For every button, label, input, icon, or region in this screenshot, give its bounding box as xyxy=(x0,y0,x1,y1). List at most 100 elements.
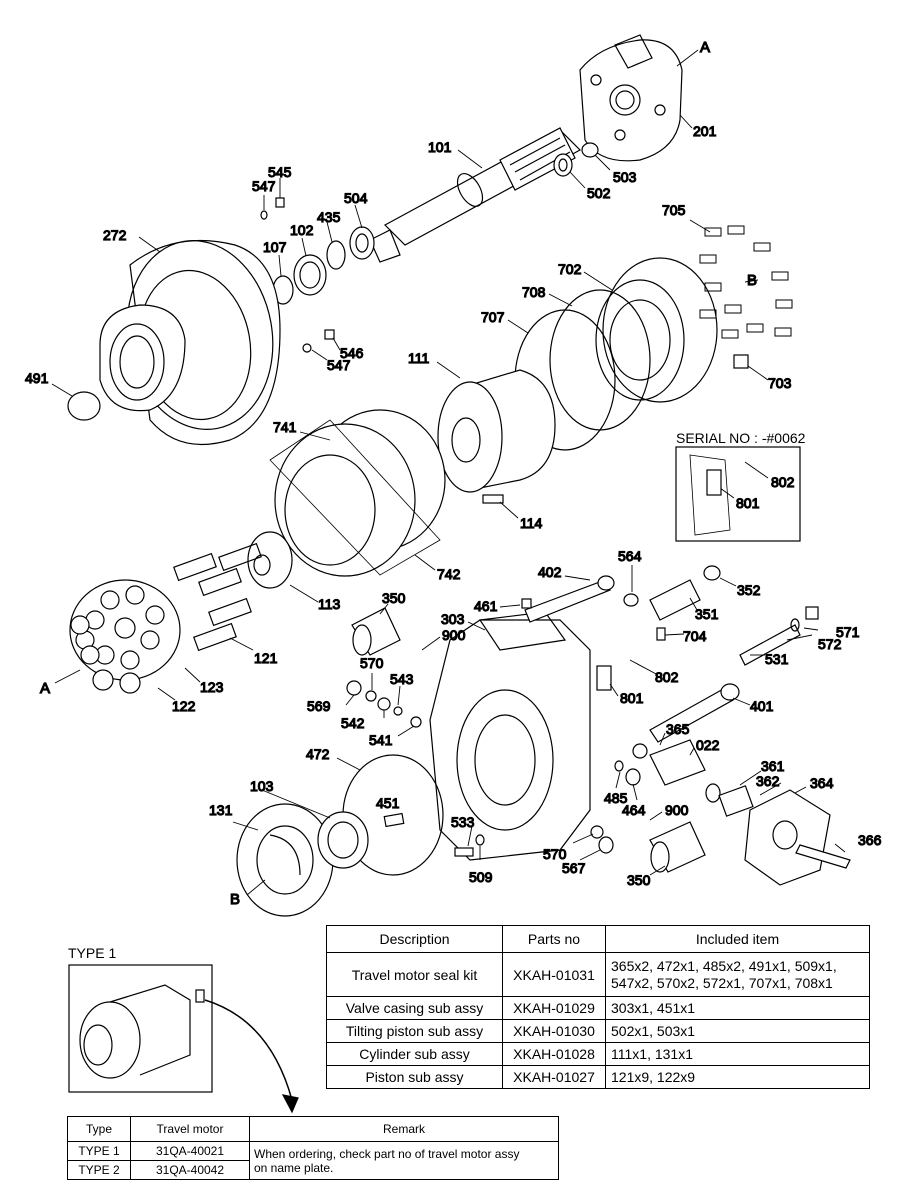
part-741-742-plates xyxy=(269,409,446,577)
part-022-valve xyxy=(632,739,754,817)
callout-131: 131 xyxy=(209,802,233,818)
col-remark: Remark xyxy=(249,1116,559,1142)
small-fittings xyxy=(346,593,641,857)
row-included: 303x1, 451x1 xyxy=(605,996,870,1020)
callout-351: 351 xyxy=(695,606,719,622)
row-included: 365x2, 472x1, 485x2, 491x1, 509x1,547x2,… xyxy=(605,952,870,997)
part-545-plug xyxy=(275,197,285,208)
row-included: 502x1, 503x1 xyxy=(605,1019,870,1043)
callout-702: 702 xyxy=(558,261,582,277)
callout-533: 533 xyxy=(451,814,475,830)
part-122-shoes xyxy=(70,615,141,694)
row-parts-no: XKAH-01027 xyxy=(502,1065,606,1089)
callout-107: 107 xyxy=(263,239,287,255)
part-303-valve-casing xyxy=(429,611,591,861)
row-parts-no: XKAH-01029 xyxy=(502,996,606,1020)
callout-503: 503 xyxy=(613,169,637,185)
table-row: Valve casing sub assy XKAH-01029 303x1, … xyxy=(326,996,870,1020)
part-201-plate xyxy=(579,34,683,162)
part-103-bearing xyxy=(317,811,369,869)
row-type: TYPE 1 xyxy=(67,1141,131,1161)
row-parts-no: XKAH-01028 xyxy=(502,1042,606,1066)
callout-464: 464 xyxy=(622,802,646,818)
part-364-cover xyxy=(744,789,851,886)
callout-741: 741 xyxy=(273,419,297,435)
parts-table: Description Parts no Included item Trave… xyxy=(326,925,870,1089)
part-101-shaft xyxy=(369,127,581,263)
part-350-plug-a xyxy=(351,607,401,656)
callout-705: 705 xyxy=(662,202,686,218)
part-703-pin xyxy=(733,354,749,369)
callout-272: 272 xyxy=(103,227,127,243)
callout-113: 113 xyxy=(318,596,341,612)
callout-350b: 350 xyxy=(627,872,651,888)
row-description: Tilting piston sub assy xyxy=(326,1019,503,1043)
callout-103: 103 xyxy=(250,778,274,794)
callout-022: 022 xyxy=(696,737,720,753)
table-row: Cylinder sub assy XKAH-01028 111x1, 131x… xyxy=(326,1042,870,1066)
part-491-seal xyxy=(67,391,101,421)
callout-900b: 900 xyxy=(665,802,689,818)
part-801-plate xyxy=(596,665,612,691)
callout-509: 509 xyxy=(469,869,493,885)
callout-461: 461 xyxy=(474,598,498,614)
callout-485: 485 xyxy=(604,790,628,806)
table-row: TYPE 2 31QA-40042 xyxy=(67,1160,559,1180)
callout-541: 541 xyxy=(369,732,393,748)
col-type: Type xyxy=(67,1116,131,1142)
callout-504: 504 xyxy=(344,190,368,206)
callout-542: 542 xyxy=(341,715,365,731)
callout-364: 364 xyxy=(810,775,834,791)
col-description: Description xyxy=(326,925,503,953)
part-102-bearing xyxy=(293,254,327,296)
part-121-pistons xyxy=(69,542,262,681)
callout-572: 572 xyxy=(818,636,842,652)
row-type: TYPE 2 xyxy=(67,1160,131,1180)
callout-547b: 547 xyxy=(327,357,351,373)
part-547-oring xyxy=(260,210,268,220)
part-402-bolt xyxy=(524,575,615,623)
table-row: Travel motor seal kit XKAH-01031 365x2, … xyxy=(326,952,870,997)
leader-lines xyxy=(51,49,846,896)
row-included: 121x9, 122x9 xyxy=(605,1065,870,1089)
callout-102: 102 xyxy=(290,222,314,238)
part-113-bush xyxy=(247,531,293,589)
part-705-springs xyxy=(699,225,793,339)
callout-547: 547 xyxy=(252,178,276,194)
callout-435: 435 xyxy=(317,209,341,225)
serial-number-label: SERIAL NO : -#0062 xyxy=(676,430,806,446)
row-parts-no: XKAH-01030 xyxy=(502,1019,606,1043)
parts-table-header: Description Parts no Included item xyxy=(326,925,870,953)
part-547-oring-b xyxy=(302,343,312,353)
remark-line: on name plate. xyxy=(254,1160,334,1175)
part-351-valve xyxy=(649,565,721,641)
callout-401: 401 xyxy=(750,698,774,714)
callout-707: 707 xyxy=(481,309,505,325)
callout-111: 111 xyxy=(408,350,429,366)
row-motor: 31QA-40042 xyxy=(130,1160,250,1180)
callout-545: 545 xyxy=(268,164,292,180)
part-131-valve-plate xyxy=(236,803,334,917)
callout-802a: 802 xyxy=(771,474,795,490)
part-272-housing xyxy=(99,239,281,446)
callout-900a: 900 xyxy=(442,627,466,643)
callout-365: 365 xyxy=(666,721,690,737)
row-parts-no: XKAH-01031 xyxy=(502,952,606,997)
callout-801a: 801 xyxy=(736,495,760,511)
row-description: Travel motor seal kit xyxy=(326,952,503,997)
callout-303: 303 xyxy=(441,611,465,627)
row-included: 111x1, 131x1 xyxy=(605,1042,870,1066)
callout-114: 114 xyxy=(520,515,543,531)
row-description: Cylinder sub assy xyxy=(326,1042,503,1066)
part-114-spring xyxy=(482,494,504,504)
table-row: Tilting piston sub assy XKAH-01030 502x1… xyxy=(326,1019,870,1043)
callout-703: 703 xyxy=(768,375,792,391)
callout-801b: 801 xyxy=(620,690,644,706)
table-row: TYPE 1 31QA-40021 When ordering, check p… xyxy=(67,1141,559,1180)
type1-motor-image xyxy=(68,964,299,1114)
part-350-plug-b xyxy=(649,821,706,873)
callout-361: 361 xyxy=(761,758,785,774)
part-111-cylinder xyxy=(437,369,556,493)
callout-491: 491 xyxy=(25,370,49,386)
row-remark: When ordering, check part no of travel m… xyxy=(249,1141,559,1180)
